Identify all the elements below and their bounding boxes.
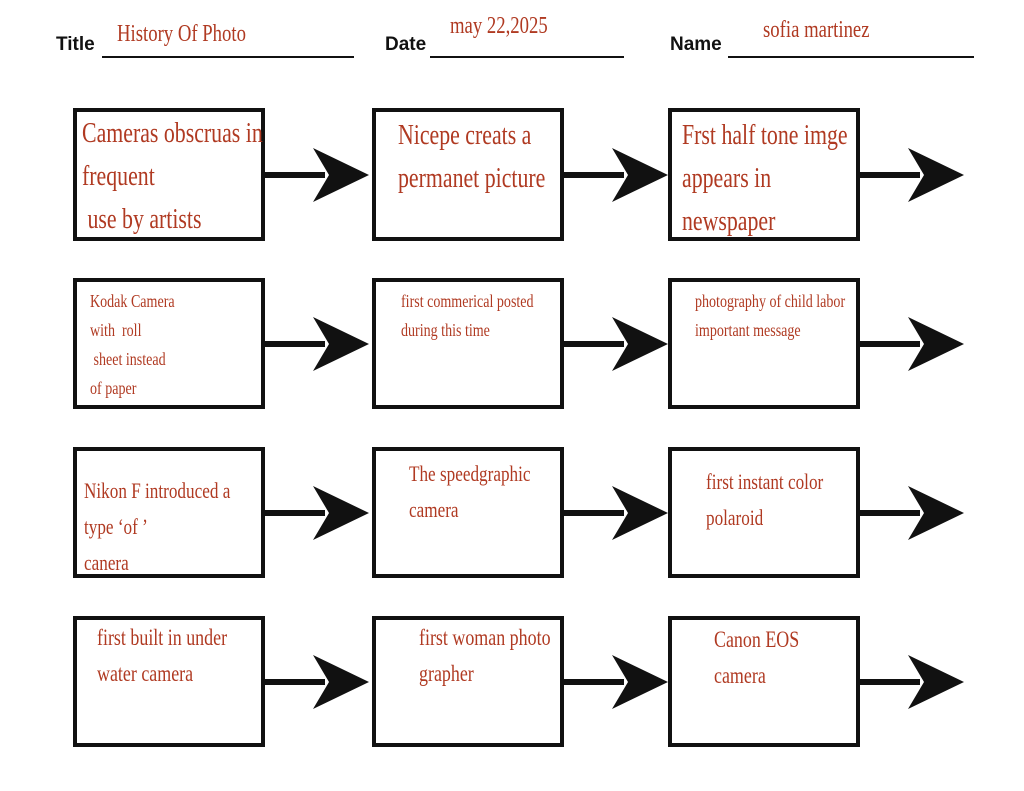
flow-arrow-icon	[858, 316, 964, 371]
title-underline	[102, 56, 354, 58]
date-label: Date	[385, 34, 427, 55]
flow-step-text: first woman photo grapher	[419, 625, 551, 686]
name-label: Name	[670, 34, 722, 55]
flow-arrow-icon	[263, 485, 369, 540]
flow-arrow-icon	[858, 654, 964, 709]
flow-step-text: Nikon F introduced a type ‘of ’ canera	[84, 478, 231, 575]
flow-step-text: Frst half tone imge appears in newspaper	[682, 120, 848, 237]
flow-arrow-icon	[263, 316, 369, 371]
flow-arrow-icon	[562, 147, 668, 202]
flow-step-text: Kodak Camera with roll sheet instead of …	[90, 291, 175, 398]
flow-step-text: Canon EOS camera	[714, 627, 800, 688]
flow-step-box	[372, 278, 564, 409]
flow-arrow-icon	[263, 147, 369, 202]
name-underline	[728, 56, 974, 58]
flow-step-text: first commerical posted during this time	[401, 291, 534, 340]
flow-step-box	[372, 616, 564, 747]
date-value: may 22,2025	[450, 13, 548, 39]
flow-step-box	[73, 108, 265, 241]
flow-step-box	[372, 108, 564, 241]
title-value: History Of Photo	[117, 21, 246, 47]
flow-step-text: photography of child labor important mes…	[695, 291, 846, 340]
flow-step-box	[372, 447, 564, 578]
flow-step-text: Nicepe creats a permanet picture	[398, 120, 546, 194]
flow-arrow-icon	[562, 485, 668, 540]
date-underline	[430, 56, 624, 58]
flow-arrow-icon	[562, 654, 668, 709]
flow-arrow-icon	[858, 485, 964, 540]
flow-step-text: Cameras obscruas in frequent use by arti…	[82, 118, 263, 235]
flow-arrow-icon	[858, 147, 964, 202]
title-label: Title	[56, 34, 95, 55]
flow-step-box	[73, 278, 265, 409]
flow-step-box	[668, 447, 860, 578]
flow-step-box	[668, 108, 860, 241]
flow-step-box	[73, 616, 265, 747]
flow-step-text: first built in under water camera	[97, 625, 228, 686]
flow-arrow-icon	[562, 316, 668, 371]
flow-step-box	[668, 616, 860, 747]
name-value: sofia martinez	[763, 17, 870, 43]
flow-step-text: The speedgraphic camera	[409, 461, 531, 522]
flow-arrow-icon	[263, 654, 369, 709]
flow-step-text: first instant color polaroid	[706, 469, 824, 530]
